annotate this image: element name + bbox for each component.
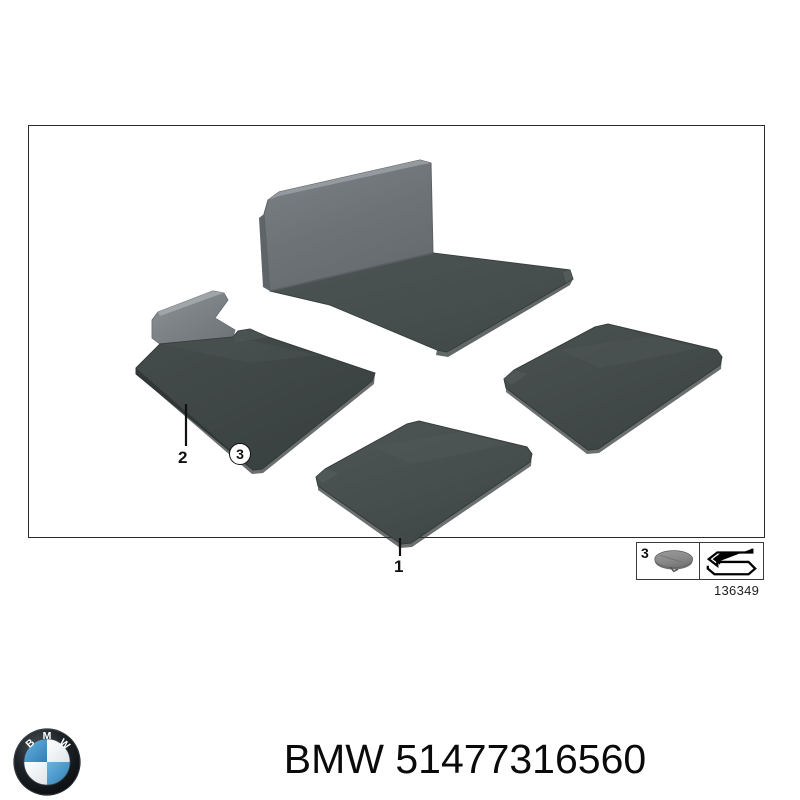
bent-arrow-icon [706,548,757,576]
diagram-frame [28,125,765,538]
legend-box: 3 [636,542,764,580]
legend-cell-part: 3 [637,543,701,579]
legend-item-number: 3 [641,545,649,561]
legend-cell-arrow [700,543,763,579]
callout-number-2: 2 [178,448,188,467]
mat-fastener-disc-icon [654,550,694,573]
svg-text:M: M [43,730,52,742]
callout-number-1: 1 [394,557,404,576]
callout-number-3-circled: 3 [229,443,251,465]
footer-part-caption: BMW 51477316560 [283,736,647,782]
bmw-roundel-logo: B M W [13,728,81,796]
legend-reference-number: 136349 [714,583,760,598]
